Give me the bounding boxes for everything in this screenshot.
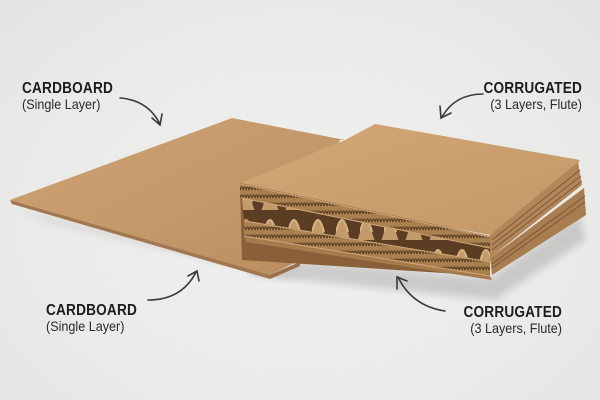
- label-subtitle: (Single Layer): [22, 96, 101, 113]
- arrow-icon-top-right: [439, 93, 484, 120]
- label-corrugated-top-right: CORRUGATED (3 Layers, Flute): [422, 80, 582, 113]
- label-title: CORRUGATED: [463, 304, 562, 321]
- label-subtitle: (Single Layer): [46, 318, 125, 335]
- label-subtitle: (3 Layers, Flute): [490, 96, 582, 113]
- label-title: CARDBOARD: [46, 302, 137, 319]
- label-corrugated-bottom-right: CORRUGATED (3 Layers, Flute): [402, 304, 562, 337]
- arrow-icon-bottom-right: [396, 275, 446, 312]
- label-title: CARDBOARD: [22, 80, 113, 97]
- arrow-icon-bottom-left: [147, 269, 200, 301]
- label-subtitle: (3 Layers, Flute): [470, 320, 562, 337]
- label-cardboard-top-left: CARDBOARD (Single Layer): [22, 80, 125, 113]
- corrugated-board-stack: [239, 124, 586, 280]
- label-title: CORRUGATED: [483, 80, 582, 97]
- arrow-icon-top-left: [119, 97, 163, 127]
- label-cardboard-bottom-left: CARDBOARD (Single Layer): [46, 302, 149, 335]
